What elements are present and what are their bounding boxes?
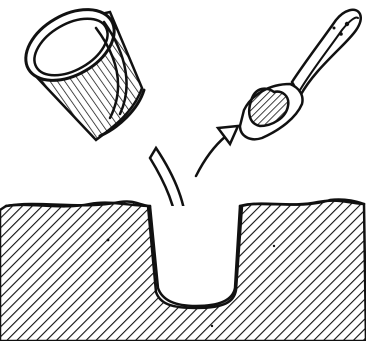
soil-hole-icon xyxy=(0,199,366,341)
pot-icon xyxy=(13,0,144,140)
trowel-icon xyxy=(240,10,361,140)
arrow-up-icon xyxy=(196,126,238,176)
